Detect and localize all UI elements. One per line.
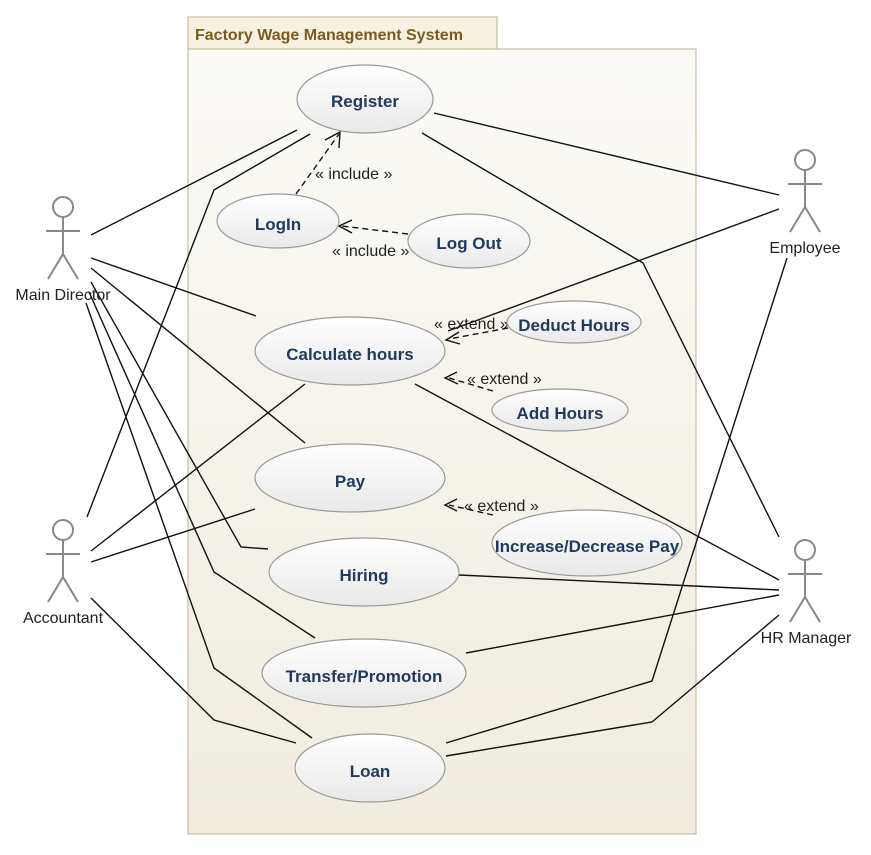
actor-hr-manager-icon (788, 539, 822, 623)
assoc-accountant-pay (90, 508, 256, 563)
use-case-login-label: LogIn (255, 215, 301, 234)
use-case-transfer-promotion[interactable]: Transfer/Promotion (261, 638, 467, 708)
use-case-add-hours[interactable]: Add Hours (491, 388, 629, 432)
use-case-deduct-hours-label: Deduct Hours (518, 316, 629, 335)
include-label-login: « include » (315, 166, 392, 183)
use-case-pay-label: Pay (335, 472, 366, 491)
extend-deduct-calculate (448, 327, 509, 340)
use-case-add-hours-label: Add Hours (517, 404, 604, 423)
extend-add-arrowhead (443, 371, 459, 385)
use-case-register-label: Register (331, 92, 399, 111)
include-logout-login (341, 225, 409, 235)
include-login-register (295, 133, 340, 195)
use-case-increase-decrease-pay[interactable]: Increase/Decrease Pay (491, 509, 683, 577)
extend-label-deduct: « extend » (434, 316, 509, 333)
use-case-hiring-label: Hiring (339, 566, 388, 585)
extend-increase-pay (448, 504, 494, 516)
include-label-logout: « include » (332, 243, 409, 260)
assoc-employee-loan (445, 257, 788, 744)
extend-deduct-arrowhead (444, 331, 461, 345)
assoc-director-hiring (90, 281, 269, 550)
use-case-loan[interactable]: Loan (294, 733, 446, 803)
assoc-director-loan (85, 302, 313, 739)
system-boundary: Factory Wage Management System (187, 16, 697, 835)
actor-main-director[interactable]: Main Director (15, 196, 111, 304)
actor-employee-label: Employee (769, 240, 840, 257)
assoc-hr-transfer (465, 594, 780, 654)
stereotype-labels: « include » « include » « extend » « ext… (315, 166, 542, 515)
assoc-employee-register (433, 112, 780, 196)
extend-add-calculate (448, 377, 494, 392)
use-case-deduct-hours[interactable]: Deduct Hours (506, 300, 642, 344)
dependencies (295, 130, 509, 516)
extend-label-add: « extend » (467, 371, 542, 388)
assoc-director-pay (90, 267, 306, 444)
extend-increase-arrowhead (443, 498, 458, 512)
system-title-tab (187, 16, 498, 50)
actor-main-director-icon (46, 196, 80, 280)
use-case-logout-label: Log Out (436, 234, 501, 253)
actor-accountant-label: Accountant (23, 610, 104, 627)
actor-accountant[interactable]: Accountant (23, 519, 104, 627)
actor-main-director-label: Main Director (15, 287, 111, 304)
use-case-register[interactable]: Register (296, 64, 434, 134)
assoc-director-transfer (88, 291, 316, 639)
system-title: Factory Wage Management System (195, 27, 463, 44)
assoc-accountant-loan (90, 597, 297, 744)
use-case-calculate-hours-label: Calculate hours (286, 345, 414, 364)
actor-employee[interactable]: Employee (769, 149, 841, 257)
include-logout-login-arrowhead (337, 219, 353, 234)
assoc-accountant-register (86, 133, 311, 518)
assoc-hr-loan (445, 614, 780, 757)
assoc-hr-hiring (458, 574, 780, 591)
assoc-hr-register (421, 132, 780, 538)
system-body (187, 48, 697, 835)
use-cases: Register LogIn Log Out Calculate hours D… (216, 64, 683, 803)
assoc-director-register (90, 129, 298, 236)
assoc-director-calculate (90, 257, 257, 317)
use-case-hiring[interactable]: Hiring (268, 537, 460, 607)
actor-employee-icon (788, 149, 822, 233)
assoc-hr-calculate (414, 383, 780, 581)
use-case-login[interactable]: LogIn (216, 193, 340, 249)
use-case-transfer-promotion-label: Transfer/Promotion (286, 667, 443, 686)
use-case-pay[interactable]: Pay (254, 443, 446, 513)
assoc-employee-calculate (447, 208, 780, 332)
actor-accountant-icon (46, 519, 80, 603)
use-case-logout[interactable]: Log Out (407, 213, 531, 269)
actor-hr-manager-label: HR Manager (761, 630, 852, 647)
use-case-loan-label: Loan (350, 762, 391, 781)
actor-hr-manager[interactable]: HR Manager (761, 539, 852, 647)
assoc-accountant-calculate (90, 383, 306, 552)
use-case-increase-decrease-pay-label: Increase/Decrease Pay (495, 537, 680, 556)
extend-label-pay: « extend » (464, 498, 539, 515)
associations (85, 112, 788, 757)
include-login-register-arrowhead (324, 130, 341, 149)
use-case-calculate-hours[interactable]: Calculate hours (254, 316, 446, 386)
